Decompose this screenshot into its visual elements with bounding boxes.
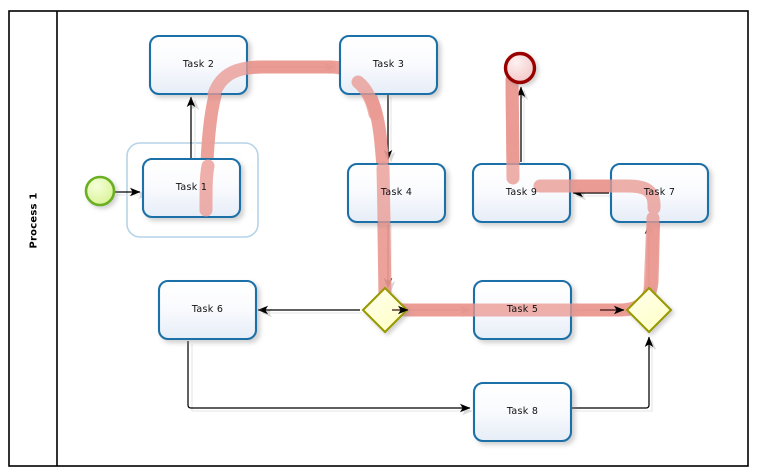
connector-task8-gateway2 — [572, 336, 654, 409]
task-node-task1[interactable] — [141, 157, 242, 219]
task-node-task4[interactable] — [346, 162, 447, 224]
task-node-task8[interactable] — [472, 381, 573, 443]
lane-title-process-1: Process 1 — [28, 192, 40, 249]
gateway-node-gateway1[interactable] — [361, 286, 409, 334]
connector-task6-task8 — [187, 341, 471, 413]
task-node-task7[interactable] — [609, 162, 710, 224]
start-event-node[interactable] — [84, 175, 116, 207]
task-node-task9[interactable] — [471, 162, 572, 224]
task-node-task6[interactable] — [157, 279, 258, 341]
subprocess-group-task1[interactable] — [126, 142, 259, 238]
execution-path-highlight-overlay — [199, 60, 661, 317]
end-event-node[interactable] — [503, 51, 537, 85]
task-node-task2[interactable] — [148, 34, 249, 96]
gateway-node-gateway2[interactable] — [625, 286, 673, 334]
